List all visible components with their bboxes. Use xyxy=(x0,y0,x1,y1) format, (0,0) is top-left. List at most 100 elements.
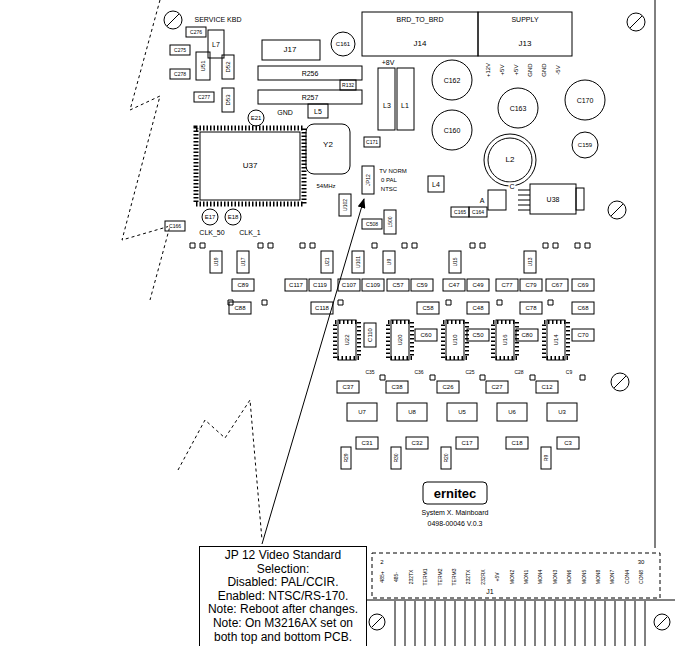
part-label: C109 xyxy=(365,282,381,288)
part-label: R132 xyxy=(341,83,355,88)
part-label: U37 xyxy=(242,162,259,170)
part-label: C165 xyxy=(453,210,467,215)
part-label: C166 xyxy=(168,224,182,229)
part-label: System X. Mainboard xyxy=(421,509,490,516)
part-label: C59 xyxy=(415,282,428,288)
part-label: C80 xyxy=(520,332,533,338)
component-outline xyxy=(165,12,605,504)
part-label: C159 xyxy=(577,142,593,148)
leader-arrow xyxy=(262,199,364,544)
part-label: +5V xyxy=(513,64,519,77)
part-label: U5 xyxy=(457,409,467,415)
part-label: 232TX xyxy=(408,569,413,586)
part-label: CLK_50 xyxy=(198,229,225,236)
part-label: C278 xyxy=(173,72,187,77)
part-label: C12 xyxy=(540,384,553,390)
cut-line xyxy=(178,400,262,540)
part-label: Y2 xyxy=(322,141,334,149)
part-label: L1 xyxy=(400,102,410,109)
part-label: 485- xyxy=(394,571,399,583)
part-label: C57 xyxy=(391,282,404,288)
part-label: C49 xyxy=(471,282,484,288)
part-label: 485+ xyxy=(380,570,385,583)
callout-text: Disabled: PAL/CCIR. xyxy=(202,576,364,590)
part-label: C9 xyxy=(565,370,573,375)
part-label: C69 xyxy=(576,282,589,288)
part-label: C119 xyxy=(312,282,328,288)
part-label: C161 xyxy=(335,41,351,47)
part-label: C67 xyxy=(550,282,563,288)
part-label: J17 xyxy=(283,46,298,54)
part-label: J13 xyxy=(518,40,533,48)
board-edge xyxy=(367,600,675,601)
part-label: D53 xyxy=(225,93,231,106)
part-label: C276 xyxy=(189,30,203,35)
part-label: U51 xyxy=(200,59,206,72)
part-label: BRD_TO_BRD xyxy=(396,16,445,23)
part-label: C32 xyxy=(410,440,423,446)
part-label: C xyxy=(508,183,515,190)
part-label: C38 xyxy=(390,384,403,390)
part-label: +8V xyxy=(381,59,396,66)
part-label: C88 xyxy=(233,305,246,311)
part-label: GND xyxy=(541,62,547,77)
part-label: TERM1 xyxy=(423,568,428,587)
part-label: MON5 xyxy=(581,569,586,585)
part-label: C68 xyxy=(576,305,589,311)
part-label: MON4 xyxy=(538,569,543,585)
part-label: C28 xyxy=(513,370,524,375)
part-label: NTSC xyxy=(380,186,398,192)
part-label: R257 xyxy=(301,94,320,101)
part-label: SERVICE KBD xyxy=(194,16,243,23)
part-label: U21 xyxy=(325,256,330,267)
part-label: CON4 xyxy=(624,569,629,585)
part-label: R29 xyxy=(344,452,349,463)
part-label: 232RX xyxy=(480,568,485,585)
part-label: C89 xyxy=(236,282,249,288)
part-label: C48 xyxy=(471,305,484,311)
part-label: C78 xyxy=(524,305,537,311)
part-label: U9 xyxy=(387,258,392,266)
callout-text: Enabled: NTSC/RS-170. xyxy=(202,590,364,604)
part-label: U13 xyxy=(528,256,533,267)
part-label: C171 xyxy=(365,140,379,145)
callout-text: Note: On M3216AX set on both top and bot… xyxy=(202,617,364,644)
part-label: U14 xyxy=(553,333,559,346)
part-label: U3 xyxy=(557,409,567,415)
part-label: CON8 xyxy=(639,569,644,585)
part-label: D52 xyxy=(225,60,231,73)
part-label: MON3 xyxy=(552,569,557,585)
part-label: 2 xyxy=(379,559,384,565)
part-label: 54MHz xyxy=(315,183,336,189)
part-label: C107 xyxy=(341,282,357,288)
part-label: C35 xyxy=(364,370,375,375)
part-label: U38 xyxy=(546,196,561,203)
part-label: E17 xyxy=(204,214,217,220)
part-label: C3 xyxy=(563,440,573,446)
part-label: TV NORM xyxy=(378,168,408,174)
screw-hole xyxy=(164,11,670,630)
part-label: L4 xyxy=(431,181,441,188)
part-label: MON2 xyxy=(509,569,514,585)
part-label: A xyxy=(479,197,486,204)
part-label: +5V xyxy=(499,64,505,77)
part-label: L2 xyxy=(505,156,516,164)
part-label: C31 xyxy=(360,440,373,446)
part-label: MON1 xyxy=(524,569,529,585)
part-label: C277 xyxy=(197,95,211,100)
callout-text: Note: Reboot after changes. xyxy=(202,603,364,617)
callout-text: JP 12 Video Standard Selection: xyxy=(202,549,364,576)
part-label: C170 xyxy=(576,97,595,104)
part-label: C36 xyxy=(413,370,424,375)
part-label: E18 xyxy=(227,214,240,220)
part-label: ernitec xyxy=(433,487,478,500)
part-label: 30 xyxy=(637,559,646,565)
part-label: U101 xyxy=(356,255,361,269)
part-label: C508 xyxy=(365,222,379,227)
part-label: C27 xyxy=(490,384,503,390)
part-label: C110 xyxy=(367,327,373,343)
part-label: C17 xyxy=(460,440,473,446)
part-label: C117 xyxy=(288,282,304,288)
part-label: C70 xyxy=(576,332,589,338)
